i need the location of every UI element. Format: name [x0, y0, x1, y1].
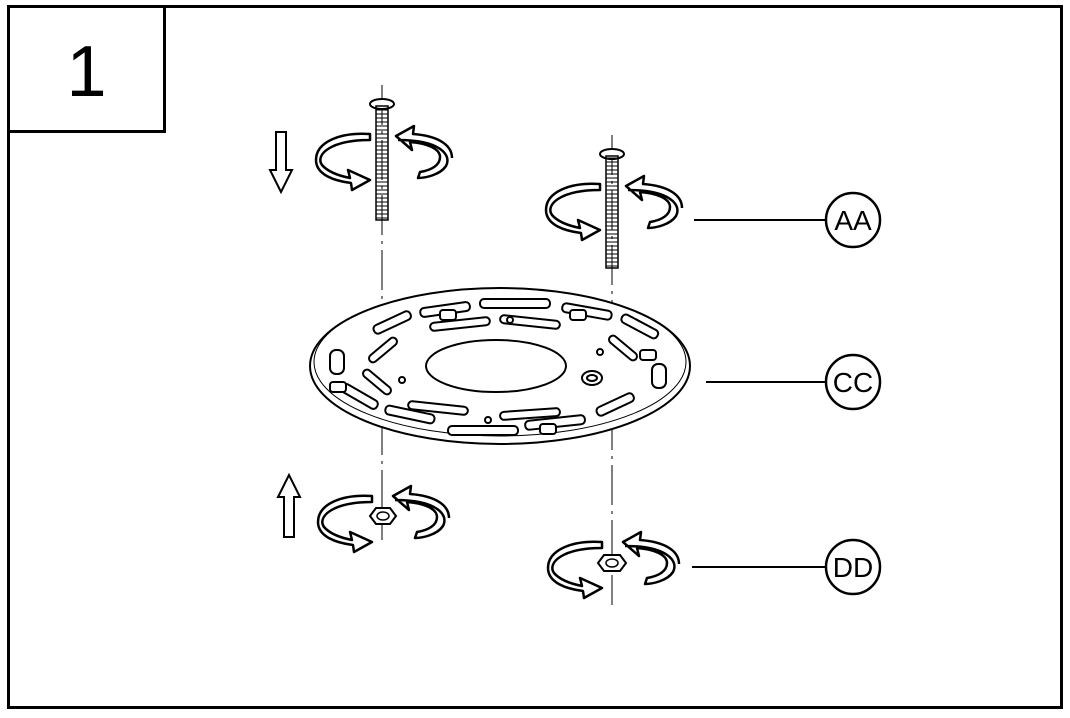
- callout-cc: CC: [706, 353, 882, 411]
- rotate-arrows-icon: [314, 124, 454, 192]
- right-bolt: [599, 148, 625, 269]
- rotate-arrows-icon: [544, 174, 684, 242]
- step-number: 1: [66, 32, 107, 112]
- left-bolt: [369, 98, 395, 221]
- rotate-arrows-icon: [546, 530, 681, 600]
- step-number-box: 1: [7, 5, 166, 133]
- down-arrow-icon: [268, 131, 294, 195]
- right-nut: [596, 554, 628, 572]
- left-nut: [368, 507, 398, 525]
- callout-aa: AA: [694, 191, 882, 249]
- callout-aa-label: AA: [834, 205, 872, 236]
- diagram-frame: [7, 5, 1063, 709]
- mounting-plate: [309, 287, 691, 445]
- callout-dd-label: DD: [833, 552, 873, 583]
- callout-cc-label: CC: [833, 367, 873, 398]
- callout-dd: DD: [692, 538, 882, 596]
- rotate-arrows-icon: [316, 484, 451, 554]
- up-arrow-icon: [276, 472, 302, 538]
